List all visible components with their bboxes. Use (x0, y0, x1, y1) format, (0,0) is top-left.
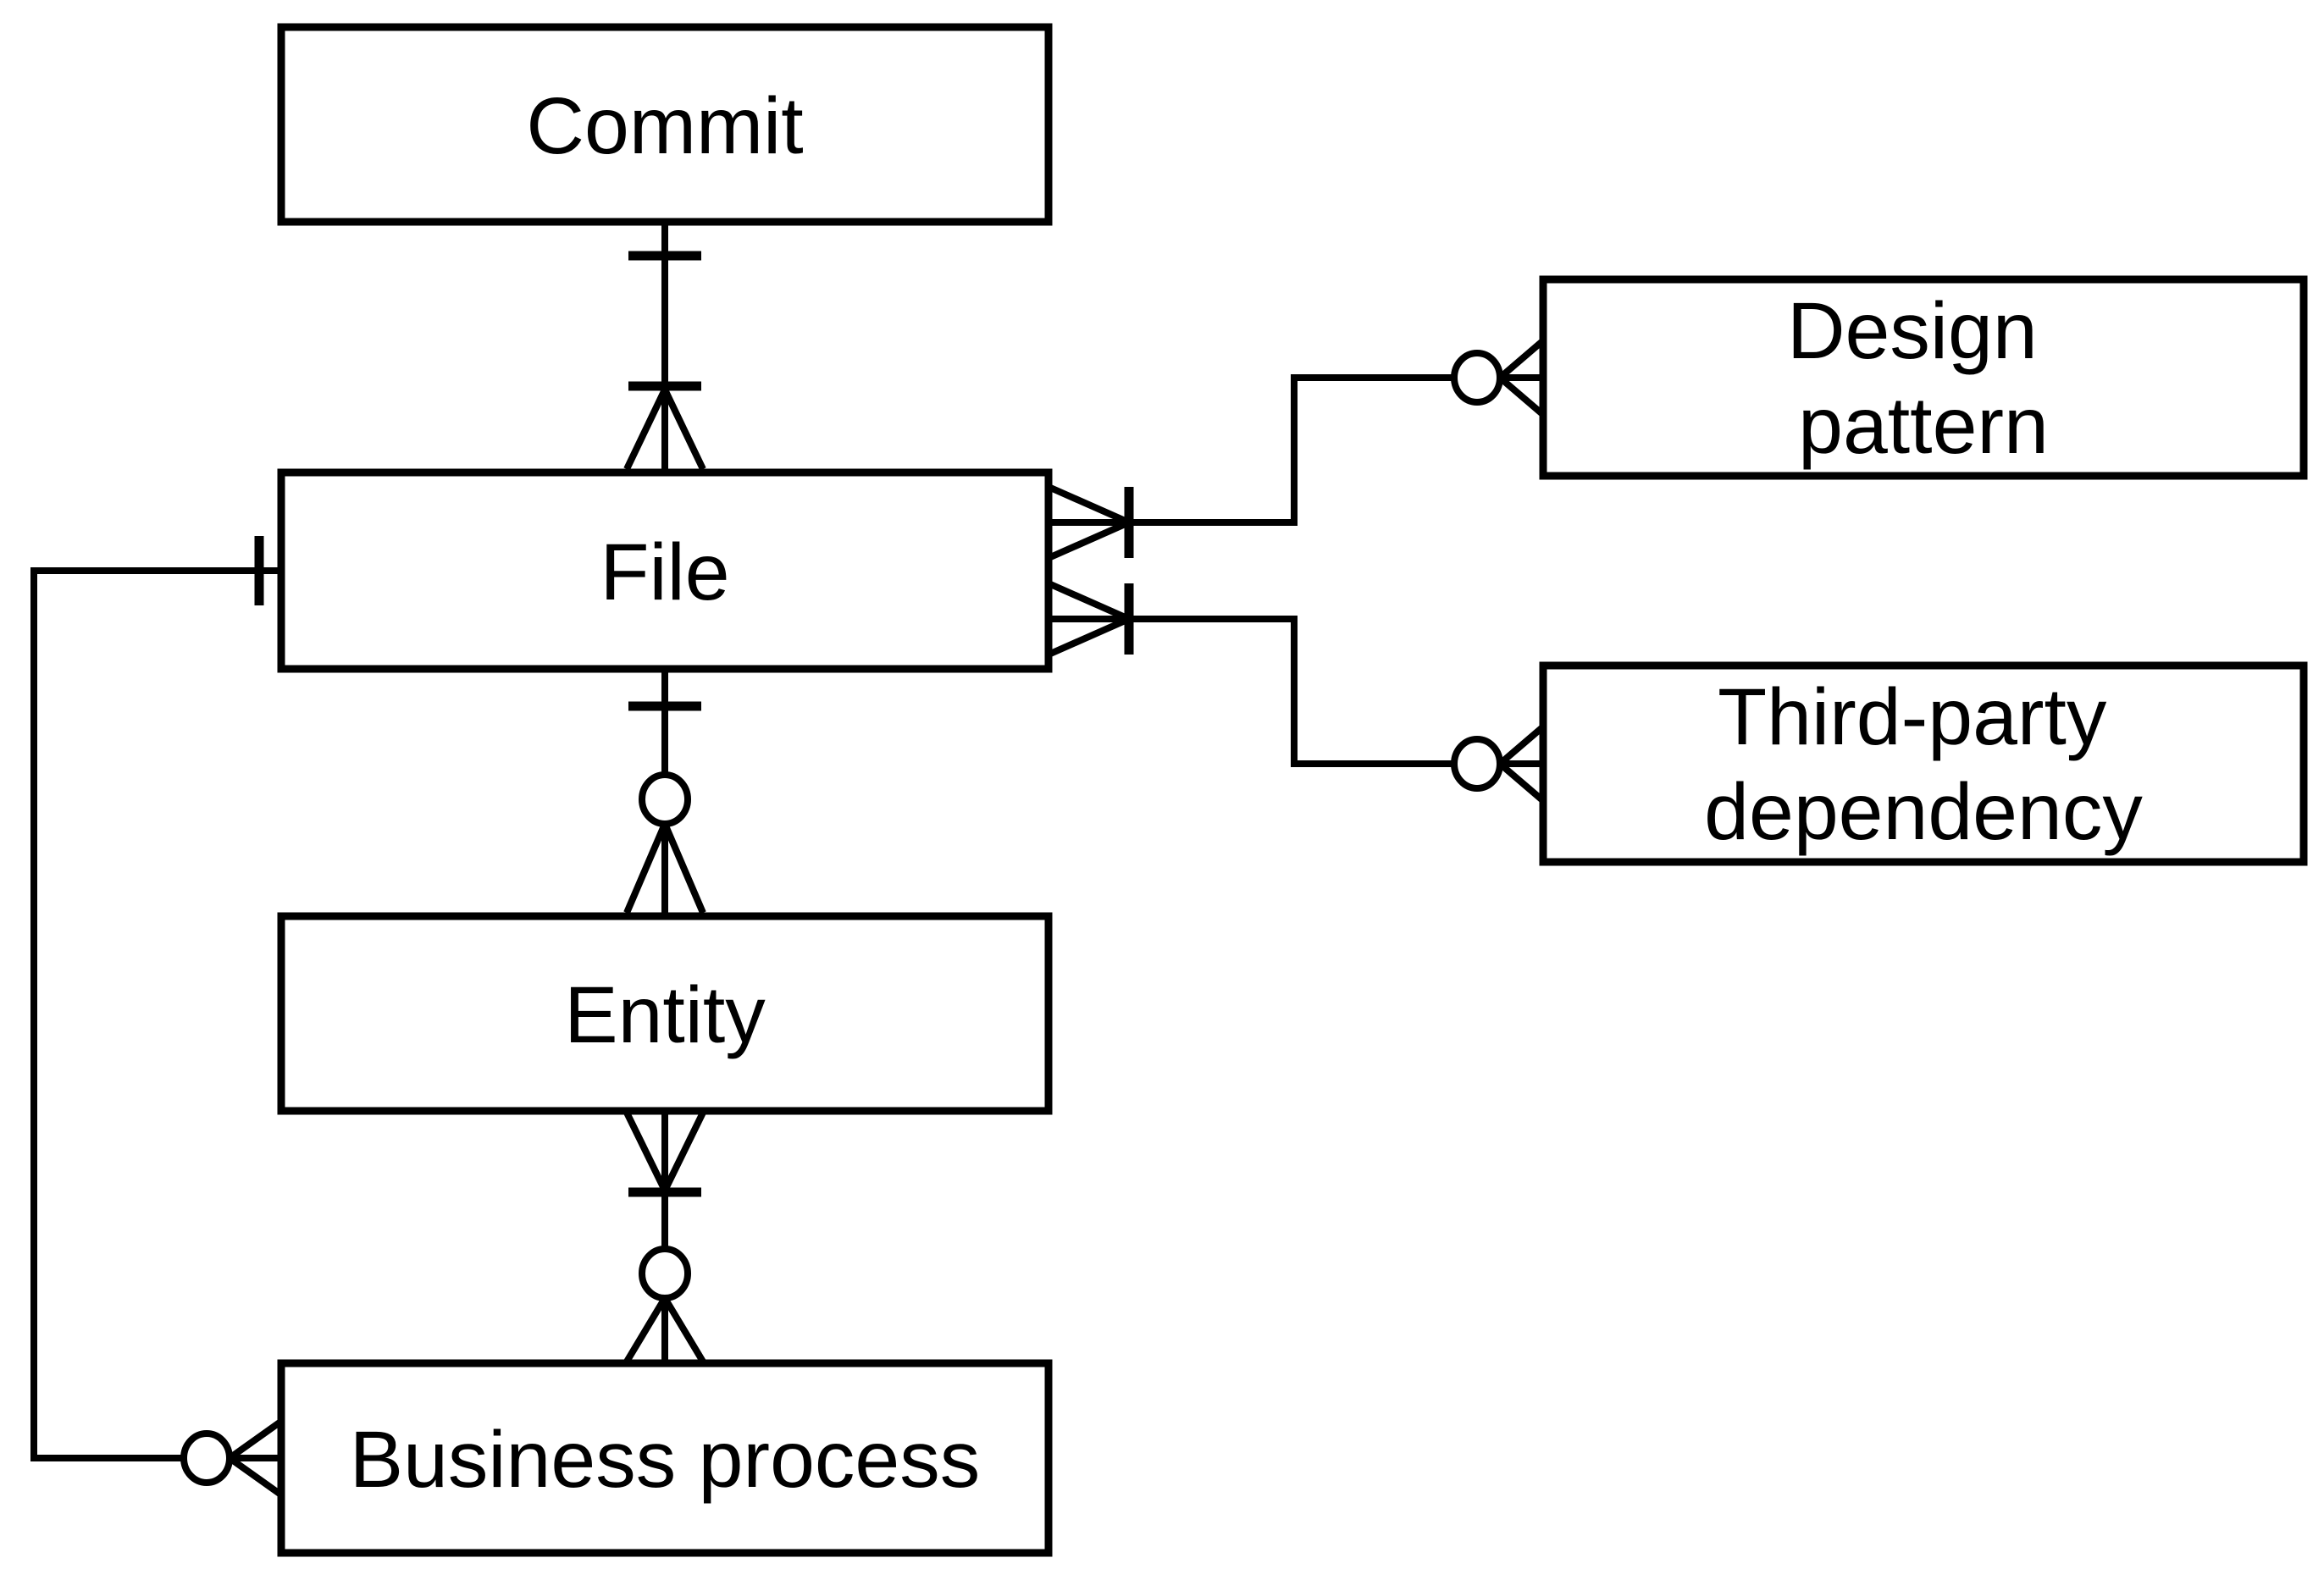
entity-rect (277, 912, 1053, 1115)
connector-entity-business-process (623, 1111, 706, 1364)
crow-foot-icon (623, 1111, 706, 1192)
entity-box-third-party-dependency: Third-party dependency (1539, 661, 2308, 866)
entity-label-line: Third-party (1718, 672, 2107, 762)
cardinality-zero-circle (1451, 350, 1503, 406)
entity-label-line: pattern (1798, 381, 2049, 471)
connector-line (1049, 616, 1454, 767)
connector-line (30, 567, 281, 1461)
entity-label: Commit (526, 81, 803, 171)
entity-label-line: Design (1787, 286, 2038, 376)
entity-rect (1539, 661, 2308, 866)
entity-box-commit: Commit (277, 23, 1053, 226)
cardinality-zero-circle (180, 1430, 233, 1486)
connector-line (1049, 374, 1454, 526)
connector-file-third-party-dependency (1047, 580, 1544, 803)
crow-foot-icon (1497, 339, 1544, 417)
connector-file-entity (623, 669, 706, 914)
cardinality-zero-circle (639, 1246, 691, 1301)
entity-label: Design pattern (1787, 286, 2060, 471)
entity-rect (277, 23, 1053, 226)
connector-commit-file (623, 222, 706, 471)
crow-foot-icon (623, 1295, 706, 1364)
crow-foot-icon (1047, 580, 1131, 658)
entity-rect (1539, 275, 2308, 480)
crow-foot-icon (623, 388, 706, 471)
entity-rect (277, 1359, 1053, 1557)
entity-box-design-pattern: Design pattern (1539, 275, 2308, 480)
entity-label: Third-party dependency (1704, 672, 2143, 857)
entity-box-file: File (277, 468, 1053, 673)
entity-box-entity: Entity (277, 912, 1053, 1115)
crow-foot-icon (623, 822, 706, 914)
entity-label: Entity (564, 970, 766, 1060)
connector-file-design-pattern (1047, 339, 1544, 561)
cardinality-zero-circle (1451, 736, 1503, 792)
entity-label: File (600, 528, 729, 617)
entity-box-business-process: Business process (277, 1359, 1053, 1557)
cardinality-zero-circle (639, 771, 691, 827)
entity-label: Business process (350, 1415, 981, 1505)
crow-foot-icon (227, 1419, 282, 1497)
entity-label-line: dependency (1704, 767, 2143, 857)
entity-rect (277, 468, 1053, 673)
crow-foot-icon (1497, 725, 1544, 803)
crow-foot-icon (1047, 483, 1131, 561)
connector-file-business-process (30, 536, 282, 1497)
